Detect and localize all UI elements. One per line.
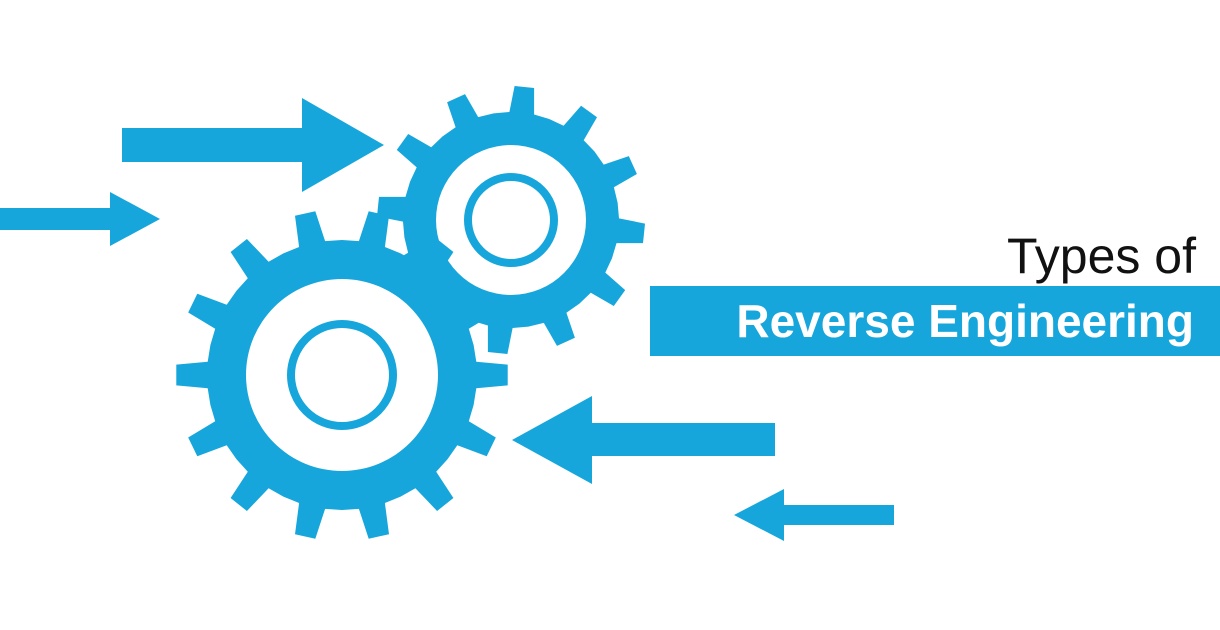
large-gear-icon xyxy=(176,211,508,539)
large-gear-inner-ring xyxy=(287,320,397,430)
arrow-right-icon-top xyxy=(122,98,384,192)
title-line-2: Reverse Engineering xyxy=(736,295,1194,347)
small-gear-inner-ring xyxy=(464,173,558,267)
arrow-right-icon-middle xyxy=(0,192,160,246)
title-line-1: Types of xyxy=(1007,228,1196,284)
title-banner-bar: Reverse Engineering xyxy=(650,286,1220,356)
arrow-left-icon-lower xyxy=(512,396,775,484)
arrow-left-icon-bottom xyxy=(734,489,894,541)
